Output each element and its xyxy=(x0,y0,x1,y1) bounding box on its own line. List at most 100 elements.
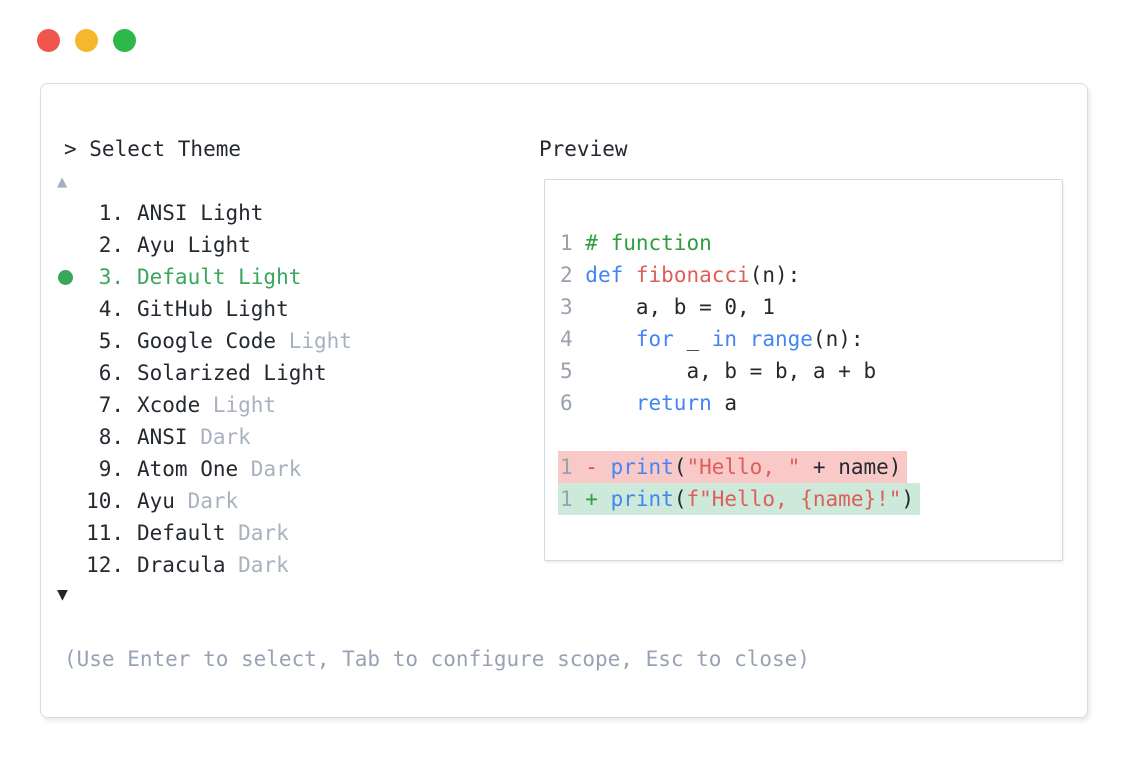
code-token-pl: a xyxy=(711,391,738,415)
code-token-kw: print xyxy=(597,487,674,511)
theme-item-11[interactable]: 11.Default Dark xyxy=(58,517,352,549)
theme-item-7[interactable]: 7. Xcode Light xyxy=(58,389,352,421)
theme-item-12[interactable]: 12. Dracula Dark xyxy=(58,549,352,581)
diff-line-removed: 1 - print("Hello, " + name) xyxy=(558,451,920,483)
code-token-kw: in xyxy=(711,327,738,351)
code-token-ln: 3 xyxy=(560,295,573,319)
code-token-pl xyxy=(573,327,636,351)
code-line: 4 for _ in range(n): xyxy=(560,323,920,355)
theme-item-label: Solarized Light xyxy=(137,361,327,385)
theme-item-1[interactable]: 1. ANSI Light xyxy=(58,197,352,229)
theme-item-label: Ayu Light xyxy=(137,233,251,257)
theme-item-6[interactable]: 6. Solarized Light xyxy=(58,357,352,389)
theme-item-label: Xcode xyxy=(137,393,201,417)
theme-item-number: 8. xyxy=(98,425,124,449)
theme-item-number: 2. xyxy=(98,233,124,257)
theme-item-number: 10. xyxy=(86,489,124,513)
theme-item-number: 12. xyxy=(86,553,124,577)
theme-item-label: Atom One xyxy=(137,457,239,481)
theme-item-number: 9. xyxy=(98,457,124,481)
code-token-kw: for xyxy=(635,327,674,351)
window-controls xyxy=(37,29,136,52)
code-token-ln: 2 xyxy=(560,263,573,287)
theme-item-variant: Dark xyxy=(187,425,251,449)
theme-item-label: Dracula xyxy=(137,553,226,577)
code-token-st: f"Hello, {name}!" xyxy=(686,487,902,511)
code-token-pl: + name) xyxy=(800,455,902,479)
minimize-button[interactable] xyxy=(75,29,98,52)
code-token-pl: ( xyxy=(673,455,687,479)
theme-item-number: 11. xyxy=(86,521,124,545)
code-token-ln: 1 xyxy=(560,455,573,479)
theme-item-number: 1. xyxy=(98,201,124,225)
code-token-kw: return xyxy=(635,391,712,415)
preview-title: Preview xyxy=(539,137,628,161)
scroll-up-icon[interactable]: ▲ xyxy=(57,172,68,192)
code-token-fn: fibonacci xyxy=(635,263,750,287)
code-line: 6 return a xyxy=(560,387,920,419)
code-token-pl: ) xyxy=(901,487,915,511)
scroll-down-icon[interactable]: ▼ xyxy=(57,584,68,605)
theme-item-label: Ayu xyxy=(137,489,175,513)
code-token-pl: _ xyxy=(673,327,712,351)
code-line xyxy=(560,419,920,451)
theme-item-10[interactable]: 10.Ayu Dark xyxy=(58,485,352,517)
code-token-kw: def xyxy=(572,263,624,287)
theme-item-label: Default Light xyxy=(137,265,302,289)
selected-bullet-icon xyxy=(58,269,84,285)
diff-line-added: 1 + print(f"Hello, {name}!") xyxy=(558,483,921,515)
code-token-ln: 1 xyxy=(560,487,573,511)
code-line: 1 # function xyxy=(560,227,920,259)
code-line: 2 def fibonacci(n): xyxy=(560,259,920,291)
code-token-ln: 5 xyxy=(560,359,573,383)
code-token-cm: # function xyxy=(572,231,712,255)
code-token-ln: 1 xyxy=(560,231,573,255)
theme-item-variant: Light xyxy=(276,329,352,353)
code-token-pl: (n): xyxy=(812,327,864,351)
theme-item-variant: Light xyxy=(200,393,277,417)
theme-item-3[interactable]: 3. Default Light xyxy=(58,261,352,293)
zoom-button[interactable] xyxy=(113,29,136,52)
code-token-ln: 6 xyxy=(560,391,573,415)
theme-item-number: 5. xyxy=(98,329,124,353)
code-token-pl: a, b = b, a + b xyxy=(572,359,877,383)
help-text: (Use Enter to select, Tab to configure s… xyxy=(64,647,810,671)
theme-item-8[interactable]: 8. ANSI Dark xyxy=(58,421,352,453)
theme-item-2[interactable]: 2. Ayu Light xyxy=(58,229,352,261)
code-line: 3 a, b = 0, 1 xyxy=(560,291,920,323)
code-token-ln: 4 xyxy=(560,327,573,351)
theme-item-4[interactable]: 4. GitHub Light xyxy=(58,293,352,325)
theme-item-number: 7. xyxy=(98,393,124,417)
code-token-pl xyxy=(573,391,636,415)
theme-list: 1. ANSI Light 2. Ayu Light 3. Default Light 4.… xyxy=(58,197,352,581)
theme-item-label: ANSI xyxy=(137,425,188,449)
theme-item-label: Google Code xyxy=(137,329,277,353)
code-token-pl xyxy=(623,263,636,287)
code-token-kw: print xyxy=(597,455,674,479)
bullet-icon xyxy=(58,269,73,285)
theme-item-label: Default xyxy=(137,521,226,545)
diff-highlight: 1 + print(f"Hello, {name}!") xyxy=(558,483,921,515)
theme-item-variant: Dark xyxy=(225,553,289,577)
theme-item-9[interactable]: 9. Atom One Dark xyxy=(58,453,352,485)
diff-highlight: 1 - print("Hello, " + name) xyxy=(558,451,908,483)
code-line: 5 a, b = b, a + b xyxy=(560,355,920,387)
theme-item-label: ANSI Light xyxy=(137,201,264,225)
theme-item-label: GitHub Light xyxy=(137,297,289,321)
theme-item-number: 3. xyxy=(98,265,124,289)
code-token-pl: a, b = 0, 1 xyxy=(572,295,775,319)
code-token-pl: ( xyxy=(673,487,687,511)
code-token-st: "Hello, " xyxy=(686,455,801,479)
theme-item-variant: Dark xyxy=(238,457,302,481)
theme-item-5[interactable]: 5. Google Code Light xyxy=(58,325,352,357)
theme-item-number: 6. xyxy=(98,361,124,385)
code-token-kw: range xyxy=(749,327,813,351)
close-button[interactable] xyxy=(37,29,60,52)
code-token-pl xyxy=(737,327,750,351)
code-token-pl: (n): xyxy=(749,263,801,287)
theme-item-number: 4. xyxy=(98,297,124,321)
